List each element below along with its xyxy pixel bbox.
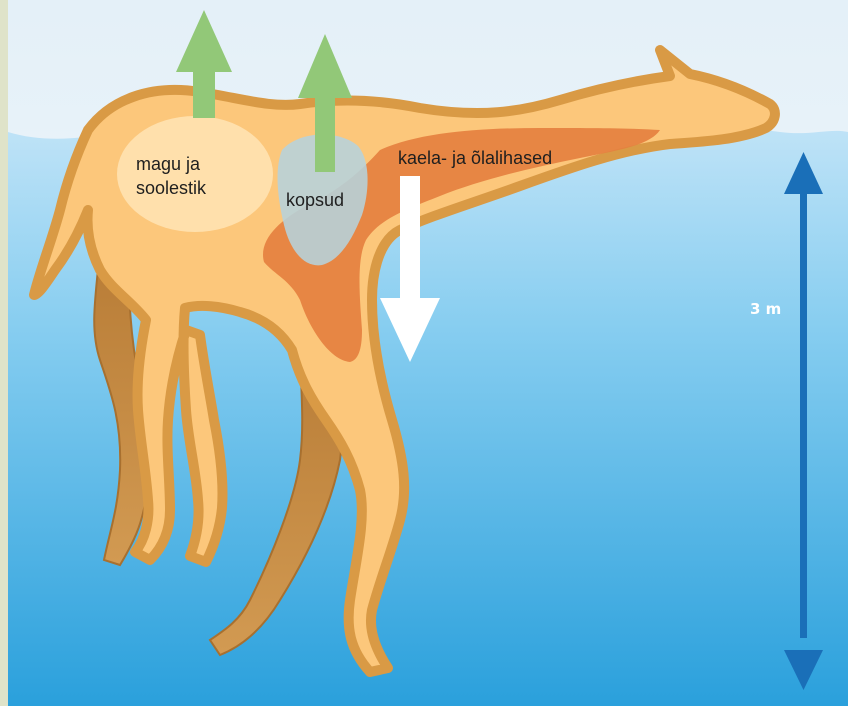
label-muscles: kaela- ja õlalihased	[398, 146, 552, 170]
label-stomach-line2: soolestik	[136, 176, 206, 200]
label-stomach-line1: magu ja	[136, 152, 200, 176]
label-lungs: kopsud	[286, 188, 344, 212]
label-depth: 3 m	[750, 300, 781, 318]
